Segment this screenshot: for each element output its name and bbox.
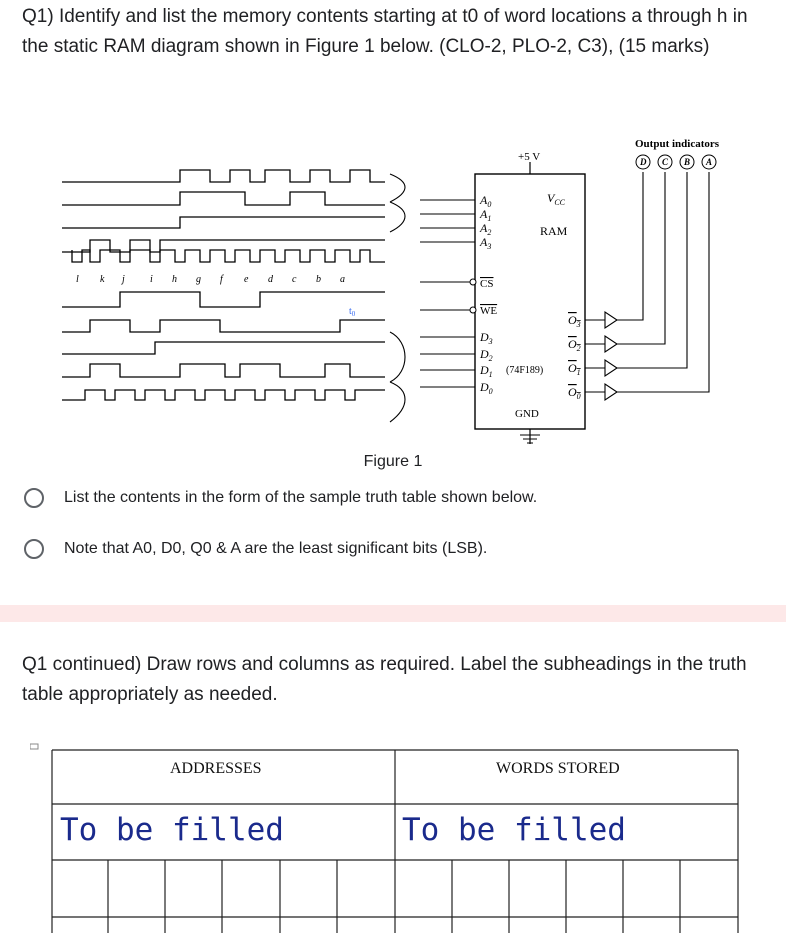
address-pin-label: A3 (479, 235, 491, 251)
option-list-contents[interactable]: List the contents in the form of the sam… (24, 488, 537, 508)
indicator-label: D (639, 157, 647, 167)
data-pin-label: D0 (479, 380, 493, 396)
indicator-lamp (657, 154, 673, 170)
timing-letter: l (76, 274, 79, 285)
data-pin-label: D1 (479, 363, 493, 379)
data-pin-label: D2 (479, 347, 493, 363)
indicator-label: B (683, 157, 690, 167)
cs-pin-label: CS (480, 278, 493, 290)
radio-button[interactable] (24, 539, 44, 559)
truth-table-image: ADDRESSES WORDS STORED To be filled To b… (29, 742, 786, 933)
chip-part-label: (74F189) (506, 365, 543, 376)
timing-letter: g (196, 274, 201, 285)
timing-letter: f (220, 274, 224, 285)
t0-label: t0 (349, 306, 356, 318)
output-pin-label: O1 (568, 361, 581, 377)
we-pin-label: WE (480, 305, 497, 317)
timing-letter: i (150, 274, 153, 285)
question-title: Q1) Identify and list the memory content… (22, 6, 748, 57)
address-pin-label: A2 (479, 221, 491, 237)
timing-letter: h (172, 274, 177, 285)
indicator-label: C (662, 157, 669, 167)
timing-letter: c (292, 274, 297, 285)
address-pin-label: A0 (479, 193, 491, 209)
section-divider (0, 605, 786, 622)
continued-question-text: Q1 continued) Draw rows and columns as r… (22, 654, 747, 705)
words-stored-header: WORDS STORED (496, 760, 620, 777)
words-fill-note: To be filled (402, 812, 626, 848)
timing-letter: a (340, 274, 345, 285)
timing-letter: j (120, 274, 125, 285)
signal-connectors (389, 173, 475, 423)
table-grid (51, 749, 739, 933)
radio-button[interactable] (24, 488, 44, 508)
figure-caption: Figure 1 (363, 453, 423, 470)
output-indicators-label: Output indicators (635, 138, 720, 150)
output-pin-label: O2 (568, 337, 581, 353)
timing-letter: k (100, 274, 105, 285)
indicator-lamp (635, 154, 651, 170)
timing-letter: d (268, 274, 274, 285)
timing-waveforms (62, 169, 385, 401)
data-pin-label: D3 (479, 330, 493, 346)
indicator-label: A (705, 157, 712, 167)
gnd-label: GND (515, 408, 539, 420)
timing-letter: b (316, 274, 321, 285)
addresses-header: ADDRESSES (170, 760, 262, 777)
option-label: List the contents in the form of the sam… (64, 489, 538, 506)
option-lsb-note[interactable]: Note that A0, D0, Q0 & A are the least s… (24, 539, 487, 559)
vcc-supply: +5 V (518, 151, 540, 163)
option-label: Note that A0, D0, Q0 & A are the least s… (64, 540, 488, 557)
output-pin-label: O3 (568, 313, 581, 329)
address-fill-note: To be filled (60, 812, 284, 848)
vcc-label: VCC (547, 191, 566, 207)
output-pin-label: O0 (568, 385, 581, 401)
address-pin-label: A1 (479, 207, 491, 223)
timing-letter: e (244, 274, 249, 285)
indicator-lamp (679, 154, 695, 170)
indicator-lamp (701, 154, 717, 170)
image-handle-icon (29, 743, 39, 750)
ram-label: RAM (540, 224, 568, 238)
output-indicator-wiring (585, 172, 710, 402)
